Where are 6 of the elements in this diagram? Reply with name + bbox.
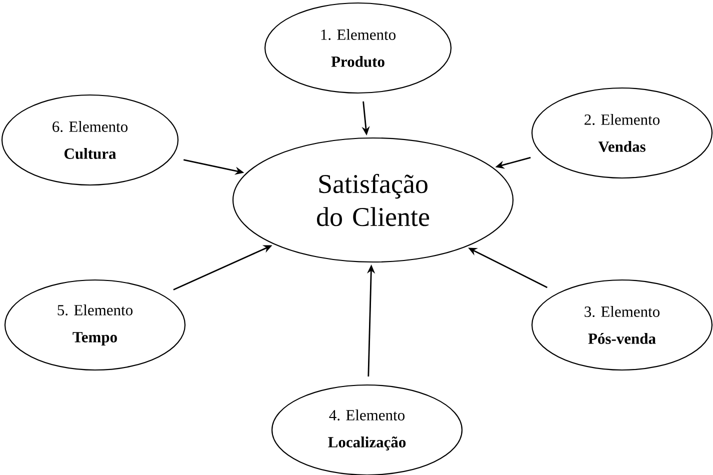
ellipse-node: 3. Elemento Pós-venda (531, 279, 713, 371)
ellipse-node: 2. Elemento Vendas (531, 87, 713, 179)
ellipse-node: 1. Elemento Produto (264, 2, 452, 94)
ellipse-node: 6. Elemento Cultura (1, 94, 179, 186)
ellipse-node: 5. Elemento Tempo (4, 279, 186, 371)
ellipse-node: Satisfação do Cliente (232, 137, 514, 263)
